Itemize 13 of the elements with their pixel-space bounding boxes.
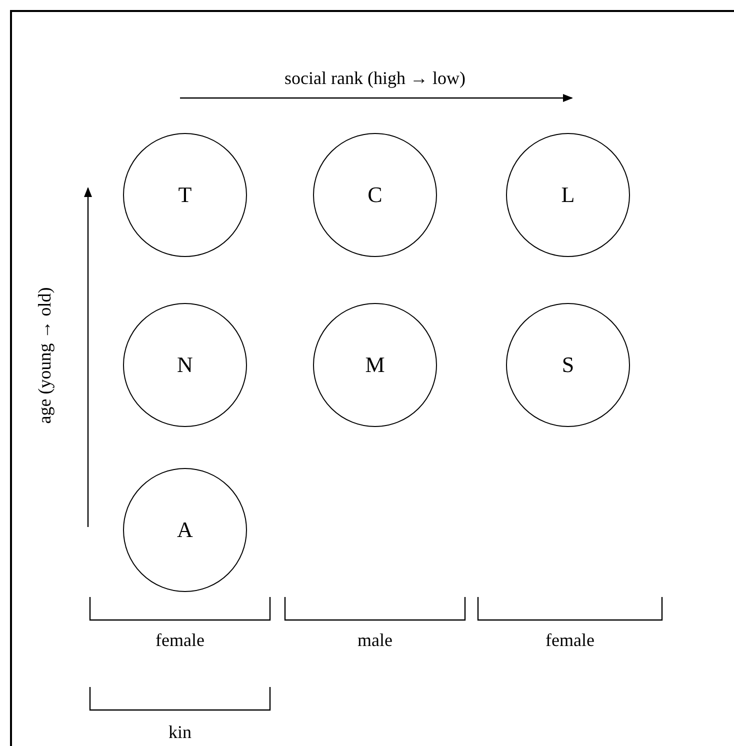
circle-node: L <box>506 133 630 257</box>
group-label: kin <box>168 722 192 742</box>
circle-node: A <box>123 468 247 592</box>
circle-node: C <box>313 133 437 257</box>
group-label: male <box>358 630 392 650</box>
circle-node: S <box>506 303 630 427</box>
axis-label: social rank (high → low) <box>284 68 466 88</box>
circle-node: T <box>123 133 247 257</box>
circle-node: N <box>123 303 247 427</box>
axis-label: age (young → old) <box>34 286 56 424</box>
group-label: female <box>156 630 204 650</box>
circle-node: M <box>313 303 437 427</box>
group-label: female <box>546 630 594 650</box>
